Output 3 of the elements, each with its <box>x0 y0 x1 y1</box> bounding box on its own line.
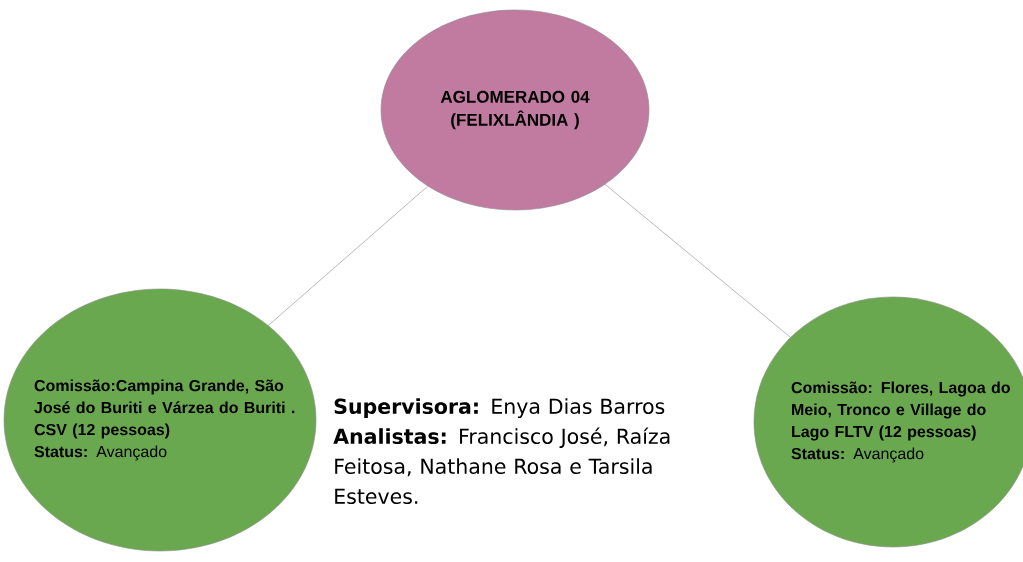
connector-line <box>268 185 429 326</box>
connector-line <box>604 184 791 338</box>
info-text: Supervisora: Enya Dias Barros Analistas: Francisco José, Raíza Feitosa, Nathane Rosa e Tarsila Esteves. <box>333 398 670 505</box>
